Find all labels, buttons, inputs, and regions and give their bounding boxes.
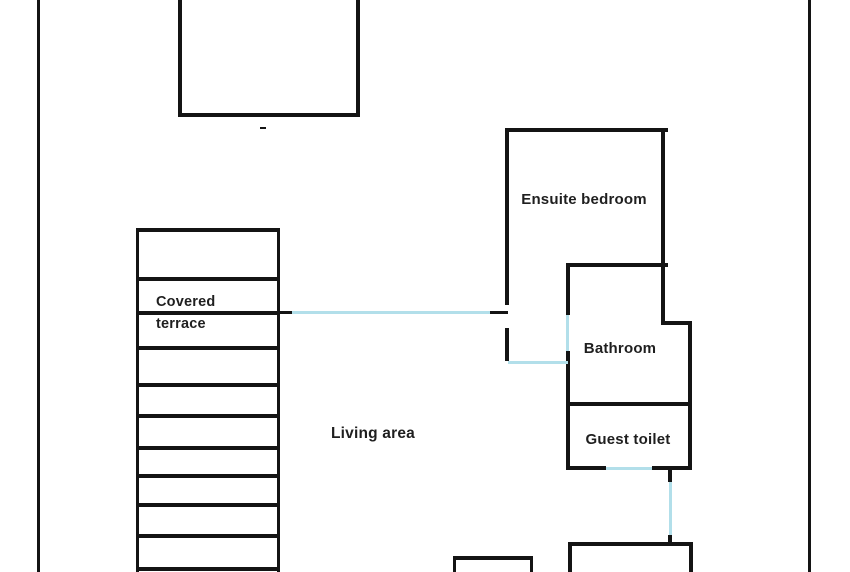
terrace-top-wall xyxy=(136,228,280,232)
terrace-rung-6 xyxy=(136,446,280,450)
terrace-rung-5 xyxy=(136,414,280,418)
terrace-door-jamb-left xyxy=(280,311,293,314)
covered-terrace-label: Covered terrace xyxy=(156,292,215,335)
vestibule-bottom-door xyxy=(508,361,568,364)
bathroom-guest-divider-wall xyxy=(566,402,692,406)
terrace-to-living-door xyxy=(292,311,490,314)
terrace-left-wall xyxy=(136,228,139,572)
entry-passage-door xyxy=(669,482,672,535)
passage-jamb-bottom xyxy=(668,535,672,544)
ensuite-left-wall-lower xyxy=(505,328,509,361)
covered-terrace-label-line2: terrace xyxy=(156,315,206,332)
covered-terrace-label-line1: Covered xyxy=(156,294,216,310)
step-structure-right-wall xyxy=(530,556,533,572)
guest-toilet-door xyxy=(606,467,652,470)
living-area-label: Living area xyxy=(330,425,416,442)
guest-toilet-bottom-wall-right xyxy=(652,466,692,470)
ensuite-right-wall xyxy=(661,128,665,324)
terrace-rung-10 xyxy=(136,567,280,571)
terrace-rung-3 xyxy=(136,346,280,350)
ensuite-bedroom-label: Ensuite bedroom xyxy=(521,191,647,208)
terrace-door-jamb-right xyxy=(489,311,508,314)
pool-left-wall xyxy=(178,0,182,117)
pool-label: Pool xyxy=(196,0,316,2)
outer-boundary-left-wall xyxy=(37,0,40,572)
bathroom-left-wall-upper xyxy=(566,263,570,315)
terrace-rung-1 xyxy=(136,277,280,281)
step-structure-top-wall xyxy=(453,556,533,560)
guest-toilet-label: Guest toilet xyxy=(585,431,671,448)
terrace-rung-4 xyxy=(136,383,280,387)
terrace-rung-2 xyxy=(136,311,280,315)
bathroom-left-wall-lower xyxy=(566,351,570,470)
entry-structure-top-wall xyxy=(568,542,693,546)
step-structure-left-wall xyxy=(453,556,456,572)
terrace-right-wall xyxy=(277,228,280,572)
bathroom-door xyxy=(566,315,569,351)
terrace-rung-7 xyxy=(136,474,280,478)
passage-jamb-top xyxy=(668,470,672,482)
bathroom-right-wall xyxy=(688,321,692,470)
entry-structure-right-wall xyxy=(689,542,693,572)
ensuite-top-wall xyxy=(505,128,668,132)
pool-right-wall xyxy=(356,0,360,117)
bathroom-label: Bathroom xyxy=(583,340,657,357)
guest-toilet-bottom-wall-left xyxy=(566,466,606,470)
pool-bottom-wall xyxy=(178,113,360,117)
terrace-rung-8 xyxy=(136,503,280,507)
bathroom-step-wall xyxy=(661,321,692,325)
pool-small-mark xyxy=(260,127,266,129)
ensuite-left-wall-upper xyxy=(505,128,509,305)
outer-boundary-right-wall xyxy=(808,0,811,572)
ensuite-bottom-wall xyxy=(566,263,668,267)
terrace-rung-9 xyxy=(136,534,280,538)
entry-structure-left-wall xyxy=(568,542,572,572)
